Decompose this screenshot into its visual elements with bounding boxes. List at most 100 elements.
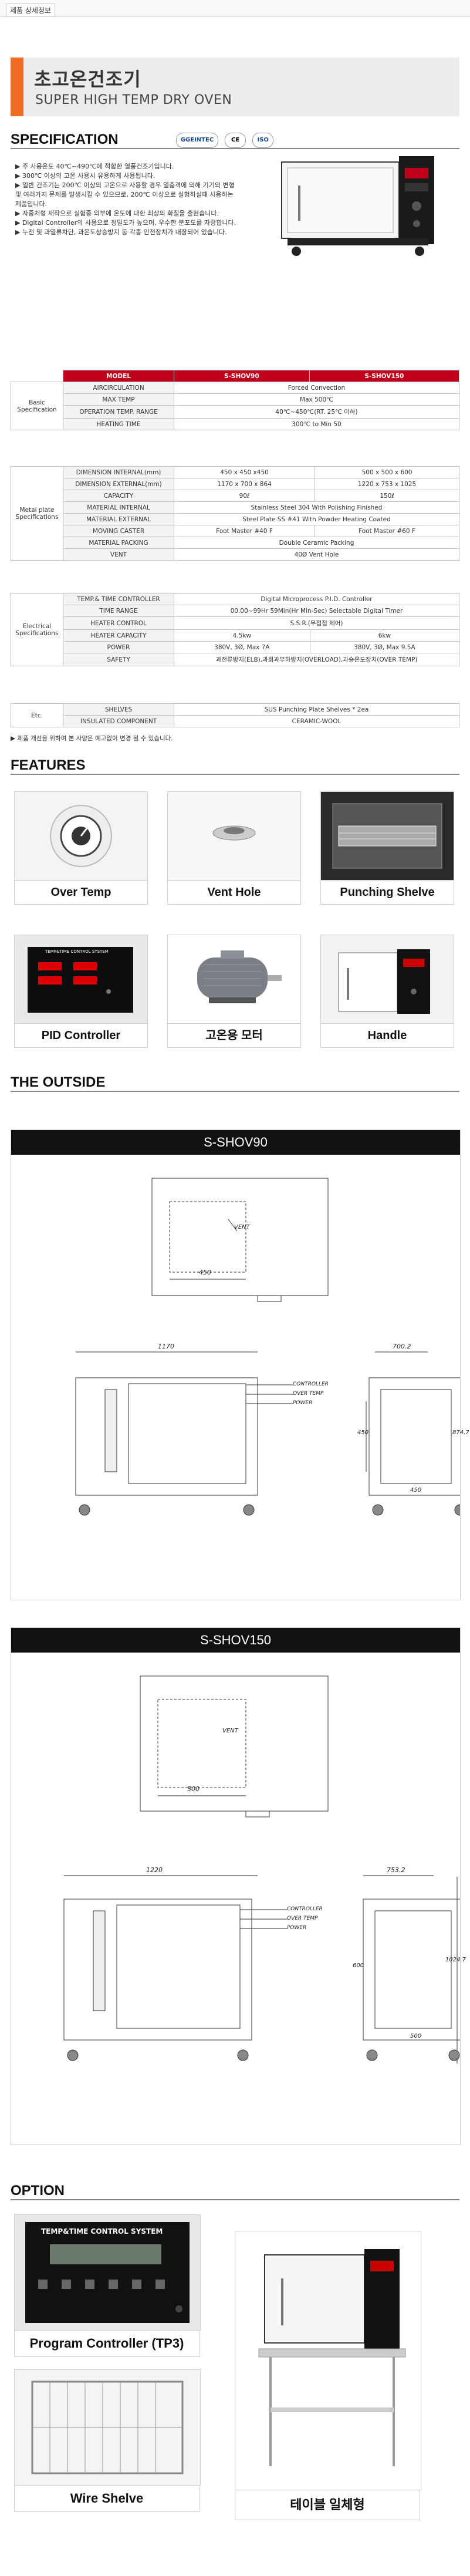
cert-logos: GGEINTEC CE ISO — [176, 133, 277, 148]
inner-h-dim: 600 — [353, 1963, 364, 1969]
inner-w-dim: 500 — [410, 2033, 422, 2039]
features-heading: FEATURES — [11, 757, 86, 773]
callout-controller: CONTROLLER — [287, 1906, 323, 1912]
depth-dim: 700.2 — [393, 1343, 411, 1350]
row-label: HEATER CAPACITY — [63, 629, 174, 642]
product-detail-tab[interactable]: 제품 상세정보 — [6, 4, 56, 17]
bullet: 제품입니다. — [15, 200, 48, 208]
outside-heading: THE OUTSIDE — [11, 1074, 106, 1090]
height-dim: 874.7 — [452, 1429, 469, 1436]
spec-table-basic: MODEL S-SHOV90 S-SHOV150 Basic Specifica… — [11, 370, 460, 430]
row-value: SUS Punching Plate Shelves * 2ea — [174, 703, 459, 716]
group-etc: Etc. — [11, 703, 63, 727]
group-electrical: Electrical Specifications — [11, 593, 63, 666]
row-label: MAX TEMP — [63, 393, 174, 406]
product-title-kr: 초고온건조기 — [34, 68, 141, 90]
option-program-controller: TEMP&TIME CONTROL SYSTEM Program Control… — [14, 2214, 201, 2357]
row-value: 1220 x 753 x 1025 — [315, 478, 459, 490]
title-accent-bar — [11, 58, 23, 116]
bullet: ▶ 300℃ 이상의 고온 사용시 유용하게 사용됩니다. — [15, 172, 155, 180]
handle-photo — [320, 935, 454, 1024]
row-value: Max 500℃ — [174, 393, 459, 406]
feature-label: 고온용 모터 — [167, 1024, 301, 1048]
row-label: MOVING CASTER — [63, 525, 174, 537]
row-label: POWER — [63, 641, 174, 653]
row-label: DIMENSION INTERNAL(mm) — [63, 466, 174, 478]
feature-over-temp: Over Temp — [14, 791, 148, 905]
vent-label: VENT — [222, 1728, 238, 1734]
row-value: 300℃ to Min 50 — [174, 418, 459, 430]
drawing-model-bar: S-SHOV150 — [11, 1628, 460, 1653]
controller-screen-title: TEMP&TIME CONTROL SYSTEM — [41, 2227, 163, 2236]
feature-label: PID Controller — [14, 1024, 148, 1048]
group-basic: Basic Specification — [11, 382, 63, 430]
outside-rule — [11, 1091, 459, 1092]
row-value: Steel Plate SS #41 With Powder Heating C… — [174, 513, 459, 525]
brand-logo: GGEINTEC — [176, 133, 218, 148]
row-value: 40℃~450℃(RT. 25℃ 이하) — [174, 405, 459, 419]
row-value: S.S.R.(무접점 제어) — [174, 616, 459, 630]
feature-label: Handle — [320, 1024, 454, 1048]
row-value: Stainless Steel 304 With Polishing Finis… — [174, 501, 459, 514]
program-controller-photo — [14, 2214, 201, 2331]
row-label: HEATER CONTROL — [63, 616, 174, 630]
col-model: MODEL — [63, 370, 174, 382]
spec-table-etc: Etc. SHELVES SUS Punching Plate Shelves … — [11, 703, 459, 727]
iso-logo: ISO — [252, 133, 274, 148]
over-temp-photo — [14, 791, 148, 881]
product-title-en: SUPER HIGH TEMP DRY OVEN — [35, 93, 232, 107]
depth-dim: 753.2 — [387, 1866, 405, 1874]
row-value: Double Ceramic Packing — [174, 537, 459, 549]
option-label: Wire Shelve — [14, 2486, 200, 2512]
bullet: ▶ 일반 건조기는 200℃ 이상의 고온으로 사용할 경우 열충격에 의해 기… — [15, 181, 235, 189]
col-shov150: S-SHOV150 — [309, 370, 460, 382]
motor-photo — [167, 935, 301, 1024]
callout-over-temp: OVER TEMP — [293, 1391, 324, 1397]
features-rule — [11, 774, 459, 775]
row-label: INSULATED COMPONENT — [63, 715, 174, 727]
vent-dim: 500 — [187, 1785, 200, 1793]
option-rule — [11, 2199, 459, 2200]
bullet: ▶ 주 사용온도 40℃~490℃에 적합한 열풍건조기입니다. — [15, 163, 174, 170]
bullet: 및 여러가지 문제를 발생시킬 수 있으므로, 200℃ 이상으로 실험하실때 … — [15, 191, 234, 198]
vent-dim: 450 — [199, 1269, 211, 1276]
feature-label: Vent Hole — [167, 881, 301, 905]
row-value: Forced Convection — [174, 382, 459, 394]
row-value: 380V, 3Ø, Max 9.5A — [309, 641, 460, 653]
callout-power: POWER — [293, 1400, 313, 1406]
callout-over-temp: OVER TEMP — [287, 1916, 318, 1921]
title-block: 초고온건조기 SUPER HIGH TEMP DRY OVEN — [11, 58, 459, 116]
feature-label: Over Temp — [14, 881, 148, 905]
row-value: 4.5kw — [174, 629, 310, 642]
top-bar: 제품 상세정보 — [0, 0, 470, 17]
row-label: VENT — [63, 548, 174, 561]
spec-table-electrical: Electrical Specifications TEMP.& TIME CO… — [11, 593, 460, 666]
feature-motor: 고온용 모터 — [167, 935, 301, 1048]
bullet: ▶ 누전 및 과열류차단, 과온도상승방지 등 각종 안전장치가 내장되어 있습… — [15, 228, 227, 236]
ce-logo: CE — [225, 133, 246, 148]
row-label: TEMP.& TIME CONTROLLER — [63, 593, 174, 605]
option-label: 테이블 일체형 — [235, 2490, 420, 2520]
punching-shelve-photo — [320, 791, 454, 881]
row-label: DIMENSION EXTERNAL(mm) — [63, 478, 174, 490]
row-value: 90ℓ — [173, 490, 316, 502]
row-value: 150ℓ — [315, 490, 459, 502]
row-value: 380V, 3Ø, Max 7A — [174, 641, 310, 653]
pid-screen-title: TEMP&TIME CONTROL SYSTEM — [45, 949, 109, 954]
row-value: 450 x 450 x450 — [173, 466, 316, 478]
option-table-integrated: 테이블 일체형 — [235, 2231, 421, 2520]
row-value: Digital Microprocess P.I.D. Controller — [174, 593, 459, 605]
group-metal: Metal plate Specifications — [11, 466, 63, 561]
drawing-shov90: S-SHOV90 VENT 450 1170 — [11, 1129, 469, 1600]
row-label: TIME RANGE — [63, 605, 174, 617]
width-dim: 1170 — [158, 1343, 174, 1350]
row-value: Foot Master #40 F — [173, 525, 316, 537]
row-value: 6kw — [309, 629, 460, 642]
row-label: OPERATION TEMP. RANGE — [63, 405, 174, 419]
spec-note: ▶ 제품 개선을 위하여 본 사양은 예고없이 변경 될 수 있습니다. — [11, 735, 173, 742]
row-label: MATERIAL EXTERNAL — [63, 513, 174, 525]
specification-heading: SPECIFICATION — [11, 132, 119, 147]
option-wire-shelve: Wire Shelve — [14, 2369, 201, 2512]
feature-handle: Handle — [320, 935, 454, 1048]
feature-label: Punching Shelve — [320, 881, 454, 905]
